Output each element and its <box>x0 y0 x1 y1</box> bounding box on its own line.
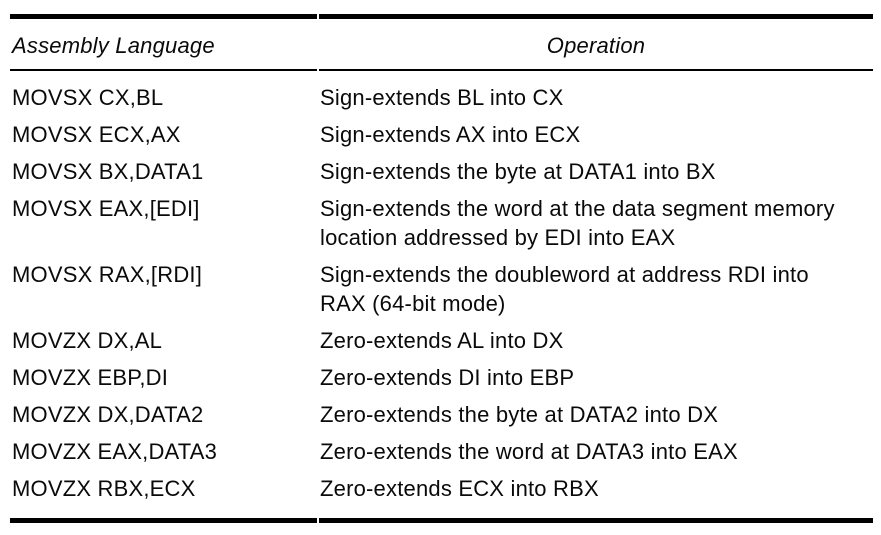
operation-cell: Sign-extends the doubleword at address R… <box>320 262 809 316</box>
operation-cell: Sign-extends BL into CX <box>320 85 564 110</box>
instruction-table: Assembly Language Operation MOVSX CX,BL … <box>8 14 875 523</box>
table-row: MOVZX DX,DATA2 Zero-extends the byte at … <box>10 395 873 432</box>
table-row: MOVZX RBX,ECX Zero-extends ECX into RBX <box>10 469 873 523</box>
table-header-row: Assembly Language Operation <box>10 14 873 71</box>
instruction-table-container: Assembly Language Operation MOVSX CX,BL … <box>8 14 875 523</box>
operation-cell: Zero-extends ECX into RBX <box>319 469 873 523</box>
table-row: MOVSX BX,DATA1 Sign-extends the byte at … <box>10 152 873 189</box>
operation-cell: Zero-extends the word at DATA3 into EAX <box>320 439 738 464</box>
assembly-cell: MOVSX BX,DATA1 <box>12 159 204 184</box>
table-row: MOVSX ECX,AX Sign-extends AX into ECX <box>10 115 873 152</box>
table-row: MOVSX CX,BL Sign-extends BL into CX <box>10 71 873 115</box>
column-header-operation: Operation <box>319 14 873 71</box>
operation-cell: Sign-extends AX into ECX <box>320 122 581 147</box>
operation-cell: Sign-extends the byte at DATA1 into BX <box>320 159 716 184</box>
table-row: MOVZX EAX,DATA3 Zero-extends the word at… <box>10 432 873 469</box>
assembly-cell: MOVZX DX,DATA2 <box>12 402 204 427</box>
assembly-cell: MOVSX CX,BL <box>12 85 164 110</box>
operation-cell: Zero-extends DI into EBP <box>320 365 575 390</box>
table-row: MOVSX EAX,[EDI] Sign-extends the word at… <box>10 189 873 255</box>
operation-cell: Zero-extends AL into DX <box>320 328 564 353</box>
assembly-cell: MOVZX DX,AL <box>12 328 163 353</box>
assembly-cell: MOVSX RAX,[RDI] <box>12 262 203 287</box>
operation-cell: Sign-extends the word at the data segmen… <box>320 196 835 250</box>
column-header-assembly-language: Assembly Language <box>10 14 317 71</box>
assembly-cell: MOVZX RBX,ECX <box>10 469 317 523</box>
assembly-cell: MOVZX EBP,DI <box>12 365 169 390</box>
assembly-cell: MOVSX EAX,[EDI] <box>12 196 200 221</box>
table-row: MOVZX DX,AL Zero-extends AL into DX <box>10 321 873 358</box>
assembly-cell: MOVSX ECX,AX <box>12 122 181 147</box>
table-row: MOVSX RAX,[RDI] Sign-extends the doublew… <box>10 255 873 321</box>
operation-cell: Zero-extends the byte at DATA2 into DX <box>320 402 719 427</box>
table-row: MOVZX EBP,DI Zero-extends DI into EBP <box>10 358 873 395</box>
assembly-cell: MOVZX EAX,DATA3 <box>12 439 218 464</box>
